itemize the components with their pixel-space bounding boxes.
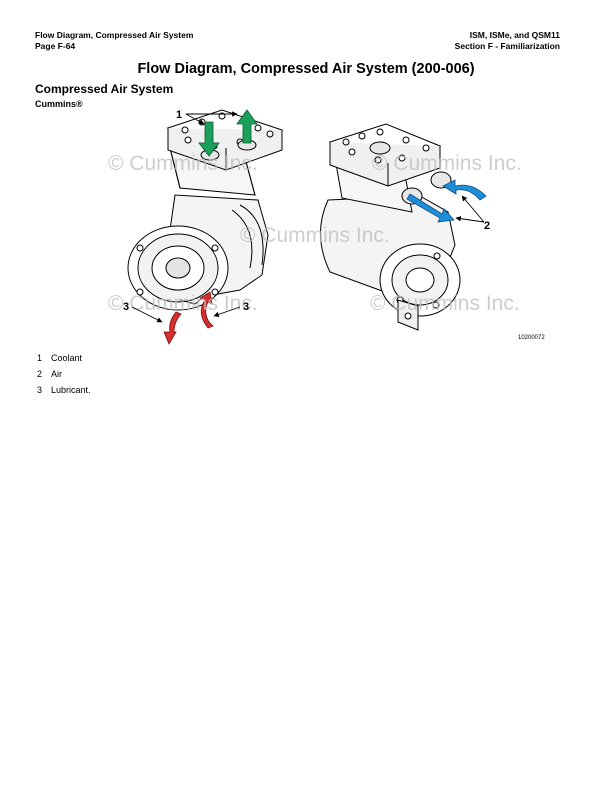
legend-number: 2 [37,369,43,379]
legend-label: Lubricant. [51,385,91,395]
air-flow-arrows [406,179,487,223]
compressor-right [319,123,461,331]
legend-label: Coolant [51,353,83,363]
page-title: Flow Diagram, Compressed Air System (200… [137,61,475,77]
compressor-left [127,109,284,311]
callout-1: 1 [176,109,182,121]
section-subtitle: Cummins® [35,99,83,109]
legend-number: 1 [37,353,43,363]
coolant-flow-arrows [198,109,258,157]
figure-id: 10200072 [518,335,545,341]
callout-3-left: 3 [123,301,129,313]
figure-legend: 1 Coolant 2 Air 3 Lubricant. [37,350,91,398]
legend-item-air: 2 Air [37,366,91,382]
lubricant-flow-arrows [163,291,214,345]
watermarks: © Cummins Inc. © Cummins Inc. © Cummins … [108,152,522,315]
page-header-right: ISM, ISMe, and QSM11 Section F - Familia… [455,30,560,52]
legend-number: 3 [37,385,43,395]
legend-item-lubricant: 3 Lubricant. [37,382,91,398]
legend-label: Air [51,369,62,379]
header-document-title: Flow Diagram, Compressed Air System [35,30,194,40]
header-section-name: Section F - Familiarization [454,41,560,51]
legend-item-coolant: 1 Coolant [37,350,91,366]
header-engine-models: ISM, ISMe, and QSM11 [469,30,560,40]
watermark: © Cummins Inc. [372,152,522,175]
watermark: © Cummins Inc. [240,224,390,247]
callout-2: 2 [484,220,490,232]
watermark: © Cummins Inc. [108,292,258,315]
watermark: © Cummins Inc. [370,292,520,315]
callouts: 1 2 3 3 [123,109,490,323]
callout-3-right: 3 [243,301,249,313]
section-title: Compressed Air System [35,82,174,96]
page-header-left: Flow Diagram, Compressed Air System Page… [35,30,193,52]
watermark: © Cummins Inc. [108,152,258,175]
header-page-number: Page F-64 [35,41,76,51]
